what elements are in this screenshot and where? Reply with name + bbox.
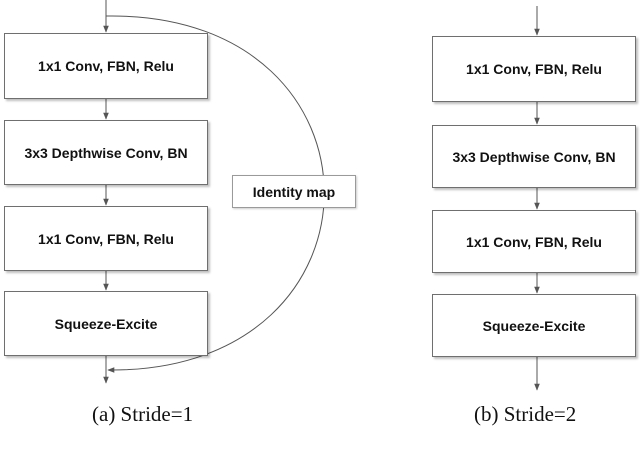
caption-b: (b) Stride=2 bbox=[474, 402, 577, 426]
block-a-1: 1x1 Conv, FBN, Relu bbox=[4, 33, 208, 99]
block-a-2: 3x3 Depthwise Conv, BN bbox=[4, 120, 208, 185]
block-b-4: Squeeze-Excite bbox=[432, 294, 636, 357]
block-b-1: 1x1 Conv, FBN, Relu bbox=[432, 36, 636, 102]
identity-map-label: Identity map bbox=[232, 175, 356, 208]
caption-a: (a) Stride=1 bbox=[92, 402, 194, 426]
block-a-3: 1x1 Conv, FBN, Relu bbox=[4, 206, 208, 271]
block-a-4: Squeeze-Excite bbox=[4, 291, 208, 356]
block-b-2: 3x3 Depthwise Conv, BN bbox=[432, 125, 636, 188]
block-b-3: 1x1 Conv, FBN, Relu bbox=[432, 210, 636, 273]
